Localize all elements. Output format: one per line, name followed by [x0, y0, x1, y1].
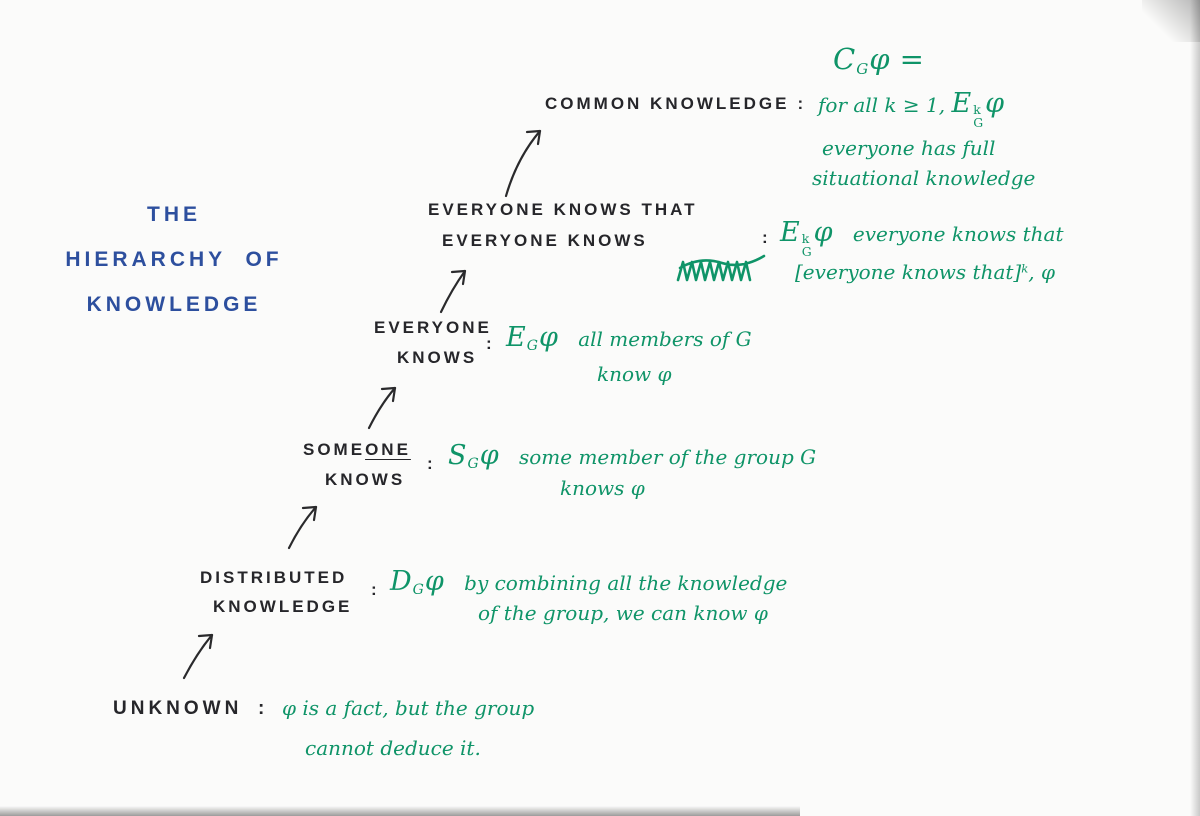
arrow-everyone-to-everyone-knows-that-head [450, 269, 467, 286]
unknown-note-line1: φ is a fact, but the group [282, 696, 535, 720]
bracket-text: [everyone knows that] [795, 260, 1022, 284]
someone-label-part1: SOME [303, 440, 366, 459]
notation-sub: G [801, 244, 812, 260]
level-distributed-label-line1: DISTRIBUTED [200, 568, 348, 587]
common-forall-text: for all k ≥ 1, [818, 93, 946, 117]
everyone-note-line1: EGφ all members of G [506, 322, 752, 354]
notation-base: D [390, 566, 412, 597]
notation-base: S [448, 440, 467, 471]
arrow-someone-to-everyone [367, 386, 397, 430]
level-someone-label-line1: SOMEONE [303, 440, 411, 460]
distributed-notation: DGφ [390, 566, 444, 599]
notation-base: E [951, 88, 972, 119]
common-label-text: COMMON KNOWLEDGE [545, 94, 790, 113]
level-everyone-label-line1: EVERYONE [374, 318, 492, 337]
notation-sub: G [973, 115, 984, 131]
common-colon: : [797, 94, 807, 113]
arrow-unknown-to-distributed [182, 633, 214, 680]
someone-notation: SGφ [448, 440, 499, 473]
notation-phi: φ [813, 217, 833, 248]
bracket-exponent: k [1021, 261, 1029, 276]
notation-base: E [780, 217, 800, 248]
level-everyone-knows-that-label-line1: EVERYONE KNOWS THAT [428, 200, 698, 219]
notation-sub: G [856, 59, 869, 78]
notation-sub: G [526, 338, 538, 355]
unknown-note-line2: cannot deduce it. [305, 736, 481, 760]
someone-note-line1: SGφ some member of the group G [448, 440, 816, 472]
notation-sup: k [973, 102, 981, 118]
level-someone-label-line2: KNOWS [325, 470, 406, 489]
someone-note-text: some member of the group G [518, 445, 817, 469]
notation-phi: φ [424, 566, 444, 597]
common-notation: CGφ = [833, 42, 924, 78]
everyone-knows-that-note-line2: [everyone knows that]k, φ [795, 260, 1055, 284]
scribble-ink-blot [676, 254, 766, 282]
everyone-notation: EGφ [506, 322, 558, 355]
arrow-everyone-to-everyone-knows-that [439, 269, 467, 314]
equals-sign: = [899, 42, 924, 76]
scan-edge-right [1190, 0, 1200, 816]
level-everyone-knows-that-label-line2: EVERYONE KNOWS [442, 231, 648, 250]
title-line-2: HIERARCHY OF [65, 248, 283, 271]
bracket-tail: , φ [1028, 260, 1055, 284]
notation-phi: φ [479, 440, 499, 471]
level-common-label: COMMON KNOWLEDGE: [545, 94, 806, 114]
scan-edge-bottom [0, 806, 800, 816]
notation-base: C [833, 42, 856, 76]
diagram-title: THE HIERARCHY OF KNOWLEDGE [58, 192, 290, 327]
notation-phi: φ [985, 88, 1005, 119]
distributed-note-line2: of the group, we can know φ [478, 601, 768, 625]
notation-sub: G [412, 582, 424, 599]
distributed-note-text: by combining all the knowledge [464, 571, 788, 595]
distributed-note-line1: DGφ by combining all the knowledge [390, 566, 787, 598]
arrow-unknown-to-distributed-head [197, 633, 214, 650]
title-line-3: KNOWLEDGE [86, 293, 262, 316]
arrow-someone-to-everyone-head [380, 386, 397, 403]
everyone-colon: : [486, 334, 495, 353]
level-everyone-label-line2: KNOWS [397, 348, 478, 367]
scan-corner-top-right [1142, 0, 1200, 42]
level-distributed-label-line2: KNOWLEDGE [213, 597, 353, 616]
arrow-distributed-to-someone [287, 505, 318, 550]
someone-note-line2: knows φ [560, 476, 645, 500]
unknown-colon: : [258, 698, 269, 719]
notation-phi: φ [869, 42, 890, 76]
notation-sup: k [801, 231, 810, 247]
notation-phi: φ [538, 322, 558, 353]
everyone-knows-that-colon: : [762, 228, 771, 247]
arrow-everyone-knows-that-to-common [504, 129, 542, 198]
common-note-line2: everyone has full [822, 136, 996, 160]
arrow-distributed-to-someone-head [301, 505, 318, 522]
notation-sub: G [467, 456, 479, 473]
someone-label-part2-underlined: ONE [365, 440, 411, 459]
notation-base: E [506, 322, 526, 353]
distributed-colon: : [371, 580, 380, 599]
ekt-note-text: everyone knows that [852, 222, 1064, 246]
title-line-1: THE [147, 203, 201, 226]
everyone-note-line2: know φ [597, 362, 672, 386]
arrow-everyone-knows-that-to-common-head [525, 129, 542, 146]
everyone-note-text: all members of G [578, 327, 752, 351]
common-note-line3: situational knowledge [812, 166, 1036, 190]
someone-colon: : [427, 454, 436, 473]
level-unknown-label: UNKNOWN [113, 698, 243, 719]
